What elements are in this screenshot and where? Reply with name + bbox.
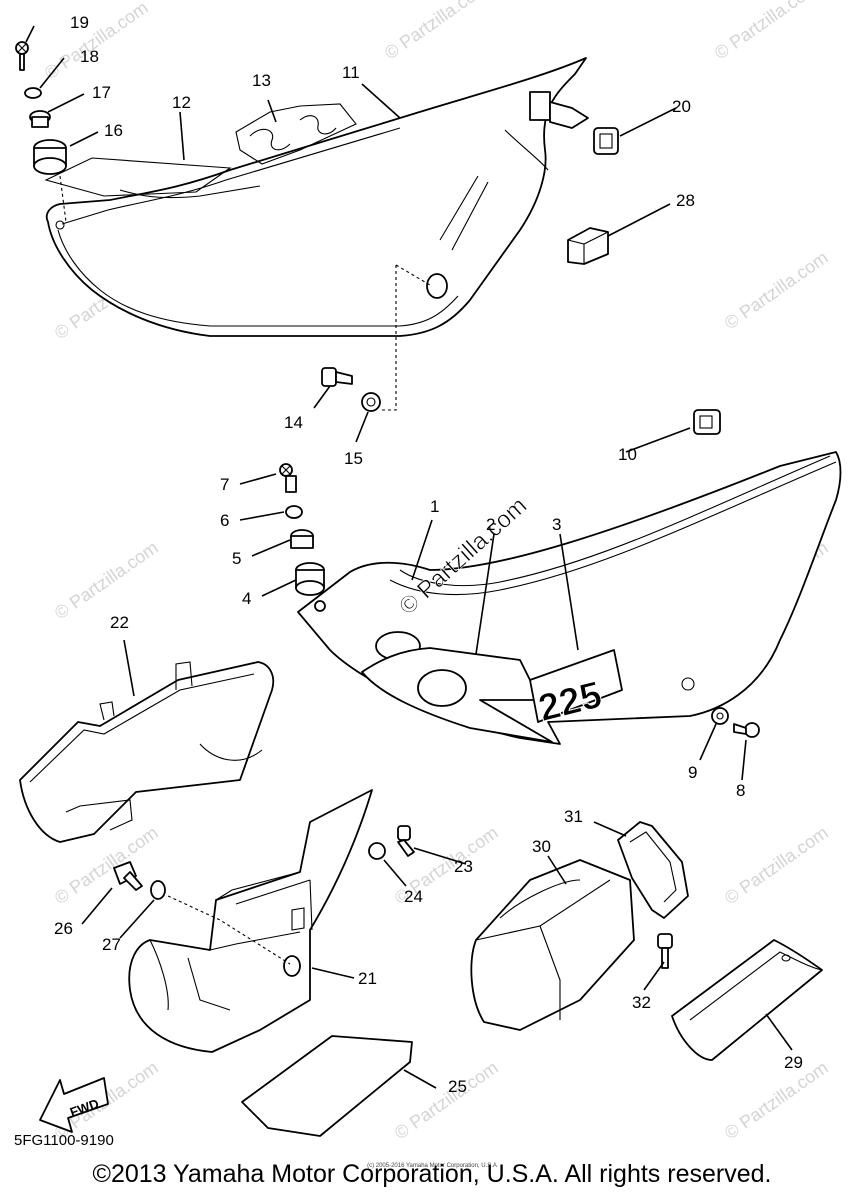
callout-4: 4 — [242, 589, 251, 608]
bolt-23 — [397, 825, 415, 857]
callout-25: 25 — [448, 1077, 467, 1096]
callout-24: 24 — [404, 887, 423, 906]
callout-1: 1 — [430, 497, 439, 516]
callout-9: 9 — [688, 763, 697, 782]
watermark: © Partzilla.com — [721, 247, 832, 333]
fine-print: (c) 2005-2016 Yamaha Motor Corporation, … — [367, 1163, 497, 1169]
decal-3 — [529, 649, 623, 723]
diagram-code: 5FG1100-9190 — [14, 1132, 114, 1149]
callout-28: 28 — [676, 191, 695, 210]
watermark: © Partzilla.com — [721, 822, 832, 908]
callout-17: 17 — [92, 83, 111, 102]
callout-8: 8 — [736, 781, 745, 800]
damper-20 — [593, 127, 619, 155]
collar-24 — [368, 842, 386, 860]
grommet-hole — [426, 273, 448, 299]
collar-15 — [361, 392, 381, 412]
callout-12: 12 — [172, 93, 191, 112]
fastener-stack-middle — [279, 463, 325, 596]
sheet-25 — [241, 1035, 413, 1137]
callout-23: 23 — [454, 857, 473, 876]
case-30 — [470, 859, 635, 1031]
callout-7: 7 — [220, 475, 229, 494]
callout-2: 2 — [486, 515, 495, 534]
screw-8 — [733, 722, 760, 738]
callout-29: 29 — [784, 1053, 803, 1072]
callout-32: 32 — [632, 993, 651, 1012]
callout-5: 5 — [232, 549, 241, 568]
callout-15: 15 — [344, 449, 363, 468]
watermark: © Partzilla.com — [51, 537, 162, 623]
bolt-32 — [657, 933, 673, 969]
leader-lines — [25, 25, 793, 1089]
watermark: © Partzilla.com — [41, 0, 152, 83]
assembly-line — [380, 264, 431, 411]
callout-30: 30 — [532, 837, 551, 856]
washer-9 — [711, 707, 729, 725]
callout-19: 19 — [70, 13, 89, 32]
fastener-stack-top — [15, 41, 67, 223]
callout-14: 14 — [284, 413, 303, 432]
copyright-notice: ©2013 Yamaha Motor Corporation, U.S.A. A… — [92, 1160, 772, 1188]
callout-10: 10 — [618, 445, 637, 464]
callout-27: 27 — [102, 935, 121, 954]
pad-28 — [567, 227, 609, 265]
emblem-decal-13 — [235, 103, 357, 165]
pouch-29 — [671, 939, 823, 1061]
callout-6: 6 — [220, 511, 229, 530]
watermark: © Partzilla.com — [391, 1057, 502, 1143]
decal-12 — [44, 157, 232, 197]
watermark: © Partzilla.com — [711, 0, 822, 63]
cover-21 — [128, 789, 373, 1053]
callout-13: 13 — [252, 71, 271, 90]
watermark: © Partzilla.com — [721, 1057, 832, 1143]
bracket-31 — [617, 821, 689, 919]
pin-20 — [529, 91, 589, 129]
bolt-26 — [113, 861, 143, 891]
callout-16: 16 — [104, 121, 123, 140]
callout-11: 11 — [342, 63, 360, 82]
callout-22: 22 — [110, 613, 129, 632]
callout-18: 18 — [80, 47, 99, 66]
callout-21: 21 — [358, 969, 377, 988]
callout-3: 3 — [552, 515, 561, 534]
callout-numbers: 19 18 17 16 12 13 11 20 28 14 15 10 7 6 … — [54, 13, 803, 1096]
callout-26: 26 — [54, 919, 73, 938]
callout-31: 31 — [564, 807, 583, 826]
callout-20: 20 — [672, 97, 691, 116]
right-side-cover: 225 — [297, 409, 842, 745]
washer-27 — [150, 880, 166, 900]
watermark: © Partzilla.com — [381, 0, 492, 63]
bolt-14 — [321, 367, 353, 387]
bracket-22 — [19, 661, 275, 843]
left-side-cover — [45, 57, 587, 337]
